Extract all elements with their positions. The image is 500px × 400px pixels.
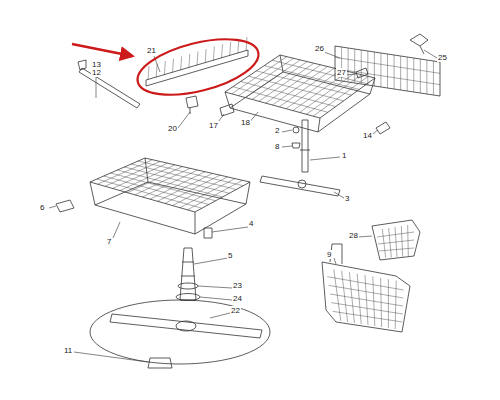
nut bbox=[148, 358, 172, 368]
callout-number: 11 bbox=[63, 346, 73, 355]
callout-number: 1 bbox=[341, 151, 347, 160]
spray-arm bbox=[260, 176, 340, 196]
callout-number: 6 bbox=[39, 203, 45, 212]
lower-spray-arm bbox=[110, 314, 262, 338]
callout-number: 26 bbox=[314, 44, 325, 53]
callout-number: 9 bbox=[326, 250, 332, 259]
lower-rack bbox=[95, 182, 246, 234]
callout-number: 25 bbox=[437, 53, 448, 62]
lower-rack bbox=[90, 158, 250, 212]
leader-lines bbox=[49, 50, 437, 362]
callout-number: 21 bbox=[146, 46, 157, 55]
callout-number: 3 bbox=[344, 194, 350, 203]
upper-rack bbox=[225, 55, 375, 118]
callout-number: 17 bbox=[208, 121, 219, 130]
rack-clip bbox=[220, 104, 234, 116]
callout-number: 4 bbox=[248, 219, 254, 228]
callout-number: 12 bbox=[91, 68, 102, 77]
rack-clip bbox=[376, 122, 390, 134]
callout-number: 27 bbox=[336, 68, 347, 77]
callout-number: 24 bbox=[232, 294, 243, 303]
rack-clip bbox=[56, 200, 74, 212]
filter-disc bbox=[90, 300, 270, 364]
rack-clip bbox=[356, 68, 368, 78]
wheel bbox=[204, 228, 212, 238]
small-basket bbox=[372, 220, 420, 260]
spray-tube bbox=[300, 120, 310, 172]
rack-clip bbox=[186, 96, 198, 114]
highlight-arrow bbox=[72, 44, 132, 56]
callout-number: 28 bbox=[348, 231, 359, 240]
callout-number: 7 bbox=[106, 237, 112, 246]
spray-tube bbox=[180, 248, 196, 300]
rack-rail bbox=[79, 68, 140, 108]
callout-number: 23 bbox=[232, 281, 243, 290]
callout-number: 18 bbox=[240, 118, 251, 127]
highlight-ellipse bbox=[132, 29, 264, 106]
callout-number: 5 bbox=[227, 251, 233, 260]
callout-number: 8 bbox=[274, 142, 280, 151]
callout-number: 14 bbox=[362, 131, 373, 140]
callout-number: 22 bbox=[230, 306, 241, 315]
tine-panel bbox=[335, 46, 440, 96]
callout-number: 2 bbox=[274, 126, 280, 135]
silverware-basket bbox=[322, 244, 410, 332]
callout-number: 20 bbox=[167, 124, 178, 133]
